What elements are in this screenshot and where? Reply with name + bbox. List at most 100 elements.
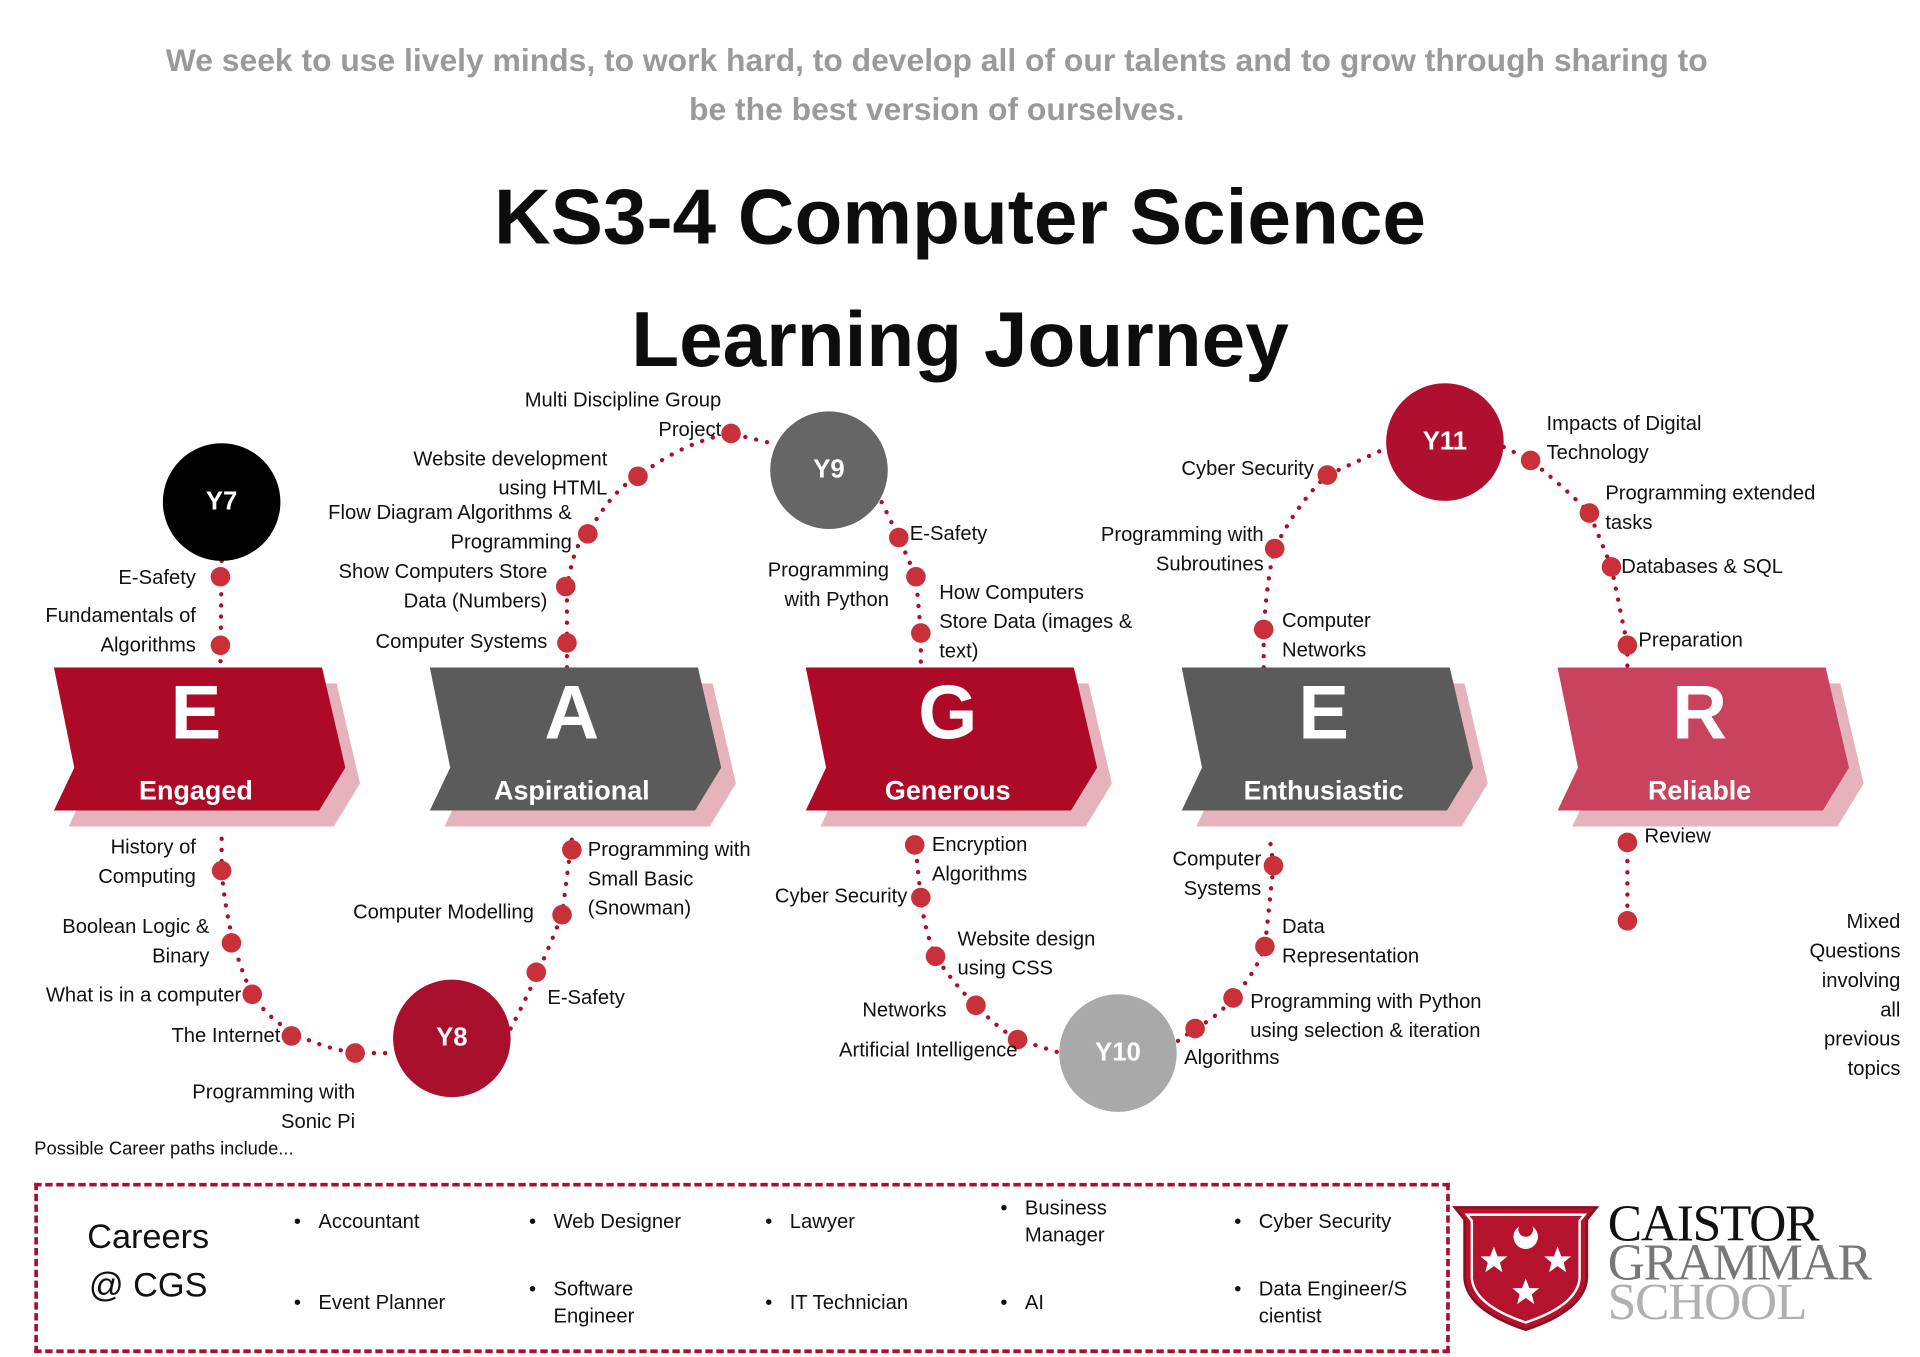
topic-dot: [210, 635, 231, 656]
banner-letter: E: [1298, 671, 1349, 756]
topic-dot: [210, 566, 231, 587]
topic-dot: [1579, 503, 1600, 523]
logo-line-1: CAISTOR: [1607, 1196, 1820, 1253]
year-8-circle: Y8: [393, 979, 511, 1098]
career-item: Lawyer: [765, 1209, 949, 1236]
topic-dot: [1264, 538, 1285, 559]
topic-label: Preparation: [1638, 629, 1743, 652]
banner-engaged: E Engaged: [53, 667, 361, 827]
topic-label: Artificial Intelligence: [838, 1039, 1018, 1062]
motto-line-1: We seek to use lively minds, to work har…: [165, 41, 1708, 79]
topic-label: What is in a computer: [45, 984, 242, 1007]
topic-dot: [1317, 465, 1338, 485]
topic-label: Website design using CSS: [957, 928, 1096, 980]
topic-dot: [281, 1026, 302, 1046]
career-item: Business Manager: [1000, 1195, 1159, 1249]
topic-label: Algorithms: [1184, 1046, 1280, 1069]
topic-label: Programming with Small Basic (Snowman): [587, 838, 751, 920]
topic-dot: [1185, 1018, 1205, 1039]
banner-letter: R: [1672, 671, 1728, 756]
topic-dot: [966, 995, 986, 1016]
career-item: AI: [1000, 1289, 1184, 1316]
topic-dot: [557, 633, 577, 653]
topic-dot: [925, 946, 946, 967]
topic-dot: [1255, 936, 1275, 957]
topic-label: History of Computing: [98, 836, 196, 888]
career-item: Data Engineer/Scientist: [1234, 1276, 1415, 1330]
topic-label: Programming with Python: [767, 559, 889, 612]
topic-dot: [555, 576, 576, 597]
topic-label: The Internet: [171, 1024, 281, 1047]
banner-word: Engaged: [139, 775, 253, 806]
topic-label: Boolean Logic & Binary: [62, 915, 210, 968]
careers-intro: Possible Career paths include...: [34, 1138, 294, 1160]
topic-label: Fundamentals of Algorithms: [45, 604, 196, 657]
topic-dot: [577, 524, 598, 544]
banner-aspirational: A Aspirational: [429, 667, 736, 827]
topic-label: E-Safety: [118, 566, 196, 589]
banner-word: Reliable: [1647, 775, 1752, 806]
topic-label: Data Representation: [1282, 915, 1420, 968]
topic-dot: [888, 527, 909, 548]
topic-dot: [1253, 619, 1274, 640]
banner-face: [805, 667, 1098, 811]
topic-dot: [904, 835, 925, 855]
topic-dot: [1520, 450, 1541, 471]
topic-label: Programming with Sonic Pi: [192, 1081, 356, 1133]
motto-line-2: be the best version of ourselves.: [689, 90, 1185, 128]
topic-dot: [345, 1043, 365, 1063]
banner-word: Generous: [884, 775, 1011, 806]
banner-face: [53, 667, 346, 811]
topic-label: Review: [1644, 825, 1711, 848]
topic-label: Multi Discipline Group Project: [524, 389, 722, 441]
topic-dot: [562, 840, 582, 860]
topic-label: Computer Networks: [1282, 609, 1371, 662]
logo-line-2: GRAMMAR: [1607, 1235, 1872, 1292]
topic-dot: [1617, 635, 1638, 656]
topic-label: Computer Systems: [1172, 848, 1262, 901]
topic-dot: [906, 566, 926, 587]
topic-label: Website development using HTML: [413, 448, 608, 500]
topic-label: Flow Diagram Algorithms & Programming: [328, 502, 572, 554]
topic-dot: [721, 423, 741, 444]
topic-label: Cyber Security: [1181, 457, 1314, 481]
topic-dot: [1617, 832, 1638, 853]
topic-label: Databases & SQL: [1621, 555, 1783, 578]
career-item: Web Designer: [529, 1209, 713, 1236]
school-crest-icon: [1452, 1206, 1600, 1332]
banner-face: [429, 667, 722, 811]
topic-dot: [221, 933, 242, 953]
career-item: IT Technician: [765, 1289, 949, 1316]
topic-dot: [1007, 1029, 1028, 1050]
banner-enthusiastic: E Enthusiastic: [1181, 667, 1488, 827]
topic-dot: [1601, 557, 1622, 577]
logo-line-3: SCHOOL: [1607, 1274, 1808, 1332]
year-11-circle: Y11: [1386, 383, 1504, 501]
page-title-line-1: KS3-4 Computer Science: [494, 172, 1427, 261]
career-item: Software Engineer: [529, 1276, 713, 1330]
topic-dot: [1223, 988, 1243, 1008]
topic-label: Mixed Questions involving all previous t…: [1809, 911, 1901, 1081]
banner-reliable: R Reliable: [1557, 667, 1864, 827]
topic-dot: [911, 887, 931, 908]
topic-label: Computer Modelling: [353, 901, 534, 924]
topic-label: E-Safety: [909, 522, 988, 545]
topic-label: Encryption Algorithms: [931, 833, 1028, 886]
topic-dot: [211, 860, 232, 881]
banner-word: Aspirational: [493, 775, 650, 806]
topic-label: Show Computers Store Data (Numbers): [338, 560, 548, 613]
year-10-circle: Y10: [1059, 994, 1177, 1112]
banner-letter: A: [544, 671, 600, 756]
topic-dot: [1263, 855, 1284, 876]
topic-dot: [911, 623, 931, 643]
career-item: Event Planner: [294, 1289, 478, 1316]
banner-face: [1557, 667, 1849, 811]
topic-dot: [1617, 911, 1638, 931]
topic-label: Programming with Python using selection …: [1250, 990, 1482, 1043]
year-7-circle: Y7: [162, 443, 281, 561]
banner-word: Enthusiastic: [1243, 775, 1404, 806]
topic-label: Networks: [862, 999, 947, 1022]
banner-letter: E: [170, 671, 222, 756]
